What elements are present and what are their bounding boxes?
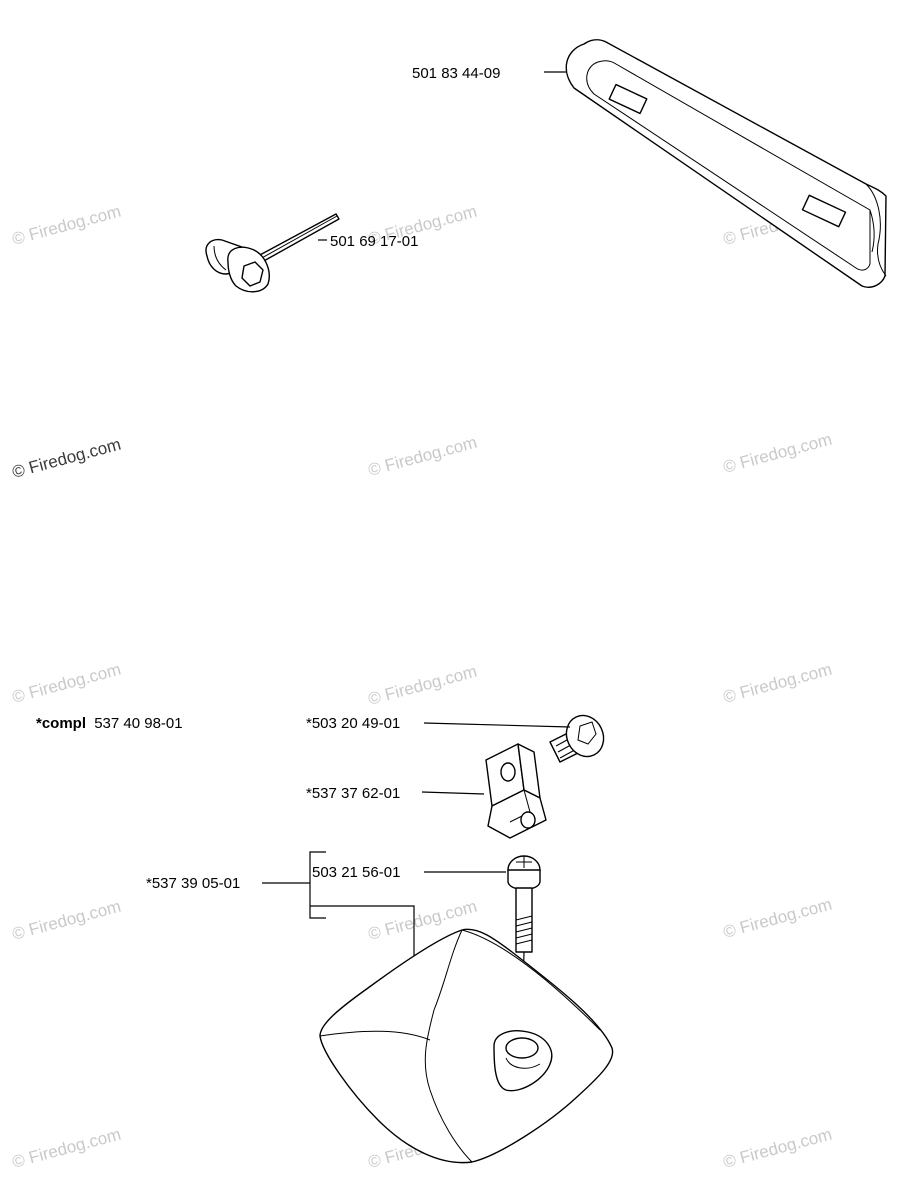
- watermark: © Firedog.com: [10, 897, 123, 944]
- assembly-part-number: *537 39 05-01: [146, 875, 240, 892]
- watermark: © Firedog.com: [721, 1125, 834, 1172]
- watermark: © Firedog.com: [10, 435, 123, 482]
- kit-prefix: *compl: [36, 715, 86, 732]
- bracket-drawing: [421, 743, 547, 839]
- combination-wrench-drawing: [205, 213, 340, 293]
- watermark: © Firedog.com: [721, 660, 834, 707]
- watermark: © Firedog.com: [366, 433, 479, 480]
- screw-drawing: [423, 714, 605, 763]
- screw-part-number: *503 20 49-01: [306, 715, 400, 732]
- watermark: © Firedog.com: [10, 1125, 123, 1172]
- watermark: © Firedog.com: [10, 660, 123, 707]
- bar-guard-part-number: 501 83 44-09: [412, 65, 500, 82]
- bolt-part-number: 503 21 56-01: [312, 864, 400, 881]
- watermark: © Firedog.com: [366, 662, 479, 709]
- bar-guard-drawing: [544, 39, 887, 288]
- combination-wrench-part-number: 501 69 17-01: [330, 233, 418, 250]
- base-cover-drawing: [319, 928, 614, 1164]
- watermark: © Firedog.com: [721, 895, 834, 942]
- kit-heading: *compl 537 40 98-01: [36, 715, 183, 732]
- watermark: © Firedog.com: [10, 202, 123, 249]
- assembly-bracket-leader: [262, 851, 415, 962]
- kit-part-number: 537 40 98-01: [94, 715, 182, 732]
- watermark: © Firedog.com: [721, 430, 834, 477]
- bracket-part-number: *537 37 62-01: [306, 785, 400, 802]
